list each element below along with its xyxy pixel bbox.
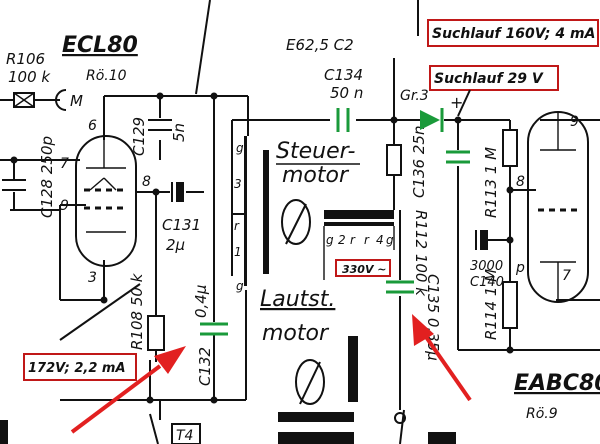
capacitor-c129 <box>148 119 172 131</box>
c136-label: C136 25n <box>410 126 428 198</box>
transformer-output <box>244 136 269 286</box>
resistor-r112 <box>386 144 402 176</box>
relay-coil <box>323 210 395 280</box>
c140-value: 3000 <box>470 259 503 274</box>
lautstmotor-label-2: motor <box>262 321 330 346</box>
r113-label: R113 1 M <box>482 147 500 218</box>
eabc80-pin-9: 9 <box>570 114 579 130</box>
resistor-r114 <box>502 281 518 329</box>
resistor-r113 <box>502 129 518 167</box>
r106-mark: M <box>70 92 83 110</box>
ecl80-pin-6: 6 <box>88 118 97 134</box>
capacitor-c135 <box>386 280 414 294</box>
eabc80-ref: Rö.9 <box>526 406 558 422</box>
diode-polarity: + <box>450 93 463 112</box>
capacitor-c131 <box>171 182 184 202</box>
relay-pin-r1: r <box>350 233 356 247</box>
capacitor-c134 <box>336 108 350 132</box>
callout-ecl-supply: 172V; 2,2 mA <box>28 361 126 376</box>
c129-ref: C129 <box>130 117 148 156</box>
c134-ref: C134 <box>324 66 363 84</box>
steuermotor-label-2: motor <box>282 163 350 188</box>
c134-value: 50 n <box>330 84 363 102</box>
transformer-pin-g-top: g <box>236 141 244 155</box>
c129-value: 5n <box>170 123 188 142</box>
resistor-r106 <box>13 89 67 111</box>
switch-t4 <box>149 413 201 444</box>
callout-suchlauf-29: Suchlauf 29 V <box>434 71 544 87</box>
ecl80-ref: Rö.10 <box>86 68 127 84</box>
diode-ref: Gr.3 <box>400 88 429 104</box>
r106-value: 100 k <box>8 68 51 86</box>
steuermotor-symbol <box>281 199 311 245</box>
ecl80-pin-9: 9 <box>60 198 69 214</box>
tube-ecl80 <box>75 135 137 267</box>
ecl80-label: ECL80 <box>62 33 138 58</box>
eabc80-pin-p: p <box>515 260 525 276</box>
r112-label: R112 100 k <box>412 210 430 297</box>
eabc80-pin-7: 7 <box>562 268 571 284</box>
capacitor-c132 <box>200 322 228 336</box>
transformer-pin-r: r <box>234 219 240 233</box>
mains-label: 330V ~ <box>342 263 387 276</box>
transformer-pin-3: 3 <box>234 177 242 191</box>
relay-pin-r2: r <box>364 233 370 247</box>
c131-ref: C131 <box>162 216 201 234</box>
relay-pin-2: 2 <box>338 233 346 247</box>
relay-pin-4: 4 <box>376 233 384 247</box>
ecl80-pin-8: 8 <box>142 174 151 190</box>
ecl80-pin-3: 3 <box>88 270 97 286</box>
capacitor-c140 <box>475 230 488 250</box>
c140-ref: C140 <box>470 275 504 290</box>
capacitor-c136 <box>446 150 470 164</box>
red-arrow-c132 <box>70 346 186 434</box>
red-arrow-c135 <box>412 314 472 402</box>
t4-label: T4 <box>176 428 193 444</box>
eabc80-pin-8: 8 <box>516 174 525 190</box>
capacitor-c128 <box>2 179 26 191</box>
lautstmotor-symbol <box>278 336 358 444</box>
r114-label: R114 1 M <box>482 269 500 340</box>
diode-type: E62,5 C2 <box>286 36 354 54</box>
r108-label: R108 50 k <box>128 272 146 350</box>
relay-pin-g2: g <box>386 233 394 247</box>
transformer-pin-g-bottom: g <box>236 279 244 293</box>
ecl80-pin-7: 7 <box>60 156 69 172</box>
eabc80-label: EABC80 <box>514 371 600 396</box>
junction-dots <box>10 92 514 404</box>
callout-suchlauf-160: Suchlauf 160V; 4 mA <box>432 26 595 42</box>
lautstmotor-label-1: Lautst. <box>260 287 335 312</box>
steuermotor-label-1: Steuer- <box>276 139 355 164</box>
c132-ref: C132 <box>196 347 214 386</box>
r106-ref: R106 <box>6 50 45 68</box>
relay-pin-g1: g <box>326 233 334 247</box>
c131-value: 2µ <box>166 236 185 254</box>
transformer-pin-1: 1 <box>234 245 242 259</box>
c132-value: 0,4µ <box>192 285 210 318</box>
tube-eabc80 <box>527 111 589 303</box>
diode-gr3 <box>420 108 444 132</box>
resistor-r108 <box>147 315 165 351</box>
c128-label: C128 250p <box>38 136 56 218</box>
